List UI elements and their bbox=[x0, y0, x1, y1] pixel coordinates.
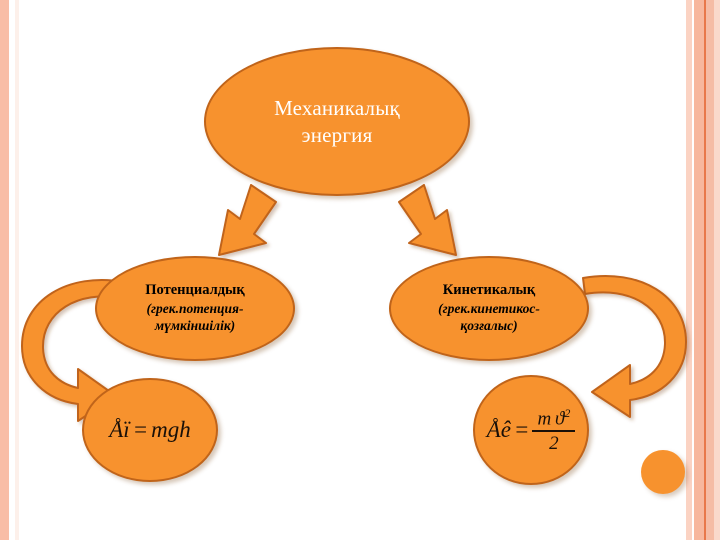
node-potential-energy[interactable]: Потенциалдық (грек.потенция- мүмкіншілік… bbox=[95, 256, 295, 361]
node-kinetic-heading: Кинетикалық bbox=[442, 282, 536, 299]
formula-kinetic-denominator: 2 bbox=[549, 432, 559, 454]
formula-kinetic-lhs: Åê bbox=[486, 416, 511, 442]
formula-kinetic-equals: = bbox=[513, 416, 530, 442]
node-kinetic-energy-formula[interactable]: Åê = m ϑ2 2 bbox=[473, 375, 589, 485]
node-kinetic-gloss-line1: (грек.кинетикос- bbox=[438, 300, 540, 316]
node-kinetic-energy[interactable]: Кинетикалық (грек.кинетикос- қозғалыс) bbox=[389, 256, 589, 361]
node-mechanical-energy-label: Механикалық энергия bbox=[274, 95, 400, 149]
arrow-kinetic-to-formula-icon bbox=[582, 275, 687, 418]
formula-kinetic-exponent: 2 bbox=[564, 406, 571, 421]
formula-potential-equals: = bbox=[132, 417, 149, 442]
node-potential-heading: Потенциалдық bbox=[145, 282, 245, 299]
formula-potential-energy: Åï = mgh bbox=[109, 417, 191, 443]
decor-circle bbox=[641, 450, 685, 494]
node-kinetic-gloss-line2: қозғалыс) bbox=[460, 317, 518, 333]
formula-potential-lhs: Åï bbox=[109, 417, 130, 442]
node-kinetic-gloss: (грек.кинетикос- қозғалыс) bbox=[438, 301, 540, 335]
arrow-root-to-kinetic-icon bbox=[398, 184, 457, 256]
node-mechanical-energy[interactable]: Механикалық энергия bbox=[204, 47, 470, 196]
formula-kinetic-velocity: ϑ bbox=[555, 408, 565, 430]
formula-potential-rhs: mgh bbox=[151, 417, 191, 442]
left-edge-stripes bbox=[0, 0, 30, 540]
formula-kinetic-fraction-bar bbox=[532, 429, 576, 432]
formula-kinetic-mass: m bbox=[537, 408, 552, 430]
node-mechanical-energy-line1: Механикалық bbox=[274, 95, 400, 120]
right-edge-stripes bbox=[684, 0, 720, 540]
node-mechanical-energy-line2: энергия bbox=[301, 122, 373, 147]
node-potential-energy-formula[interactable]: Åï = mgh bbox=[82, 378, 218, 482]
formula-kinetic-numerator: m ϑ2 bbox=[532, 407, 575, 429]
node-potential-gloss-line1: (грек.потенция- bbox=[146, 300, 244, 316]
formula-kinetic-fraction: m ϑ2 2 bbox=[532, 407, 576, 454]
node-potential-gloss-line2: мүмкіншілік) bbox=[154, 317, 236, 333]
formula-kinetic-energy: Åê = m ϑ2 2 bbox=[486, 407, 576, 454]
arrow-root-to-potential-icon bbox=[218, 184, 277, 256]
node-potential-gloss: (грек.потенция- мүмкіншілік) bbox=[147, 301, 244, 335]
